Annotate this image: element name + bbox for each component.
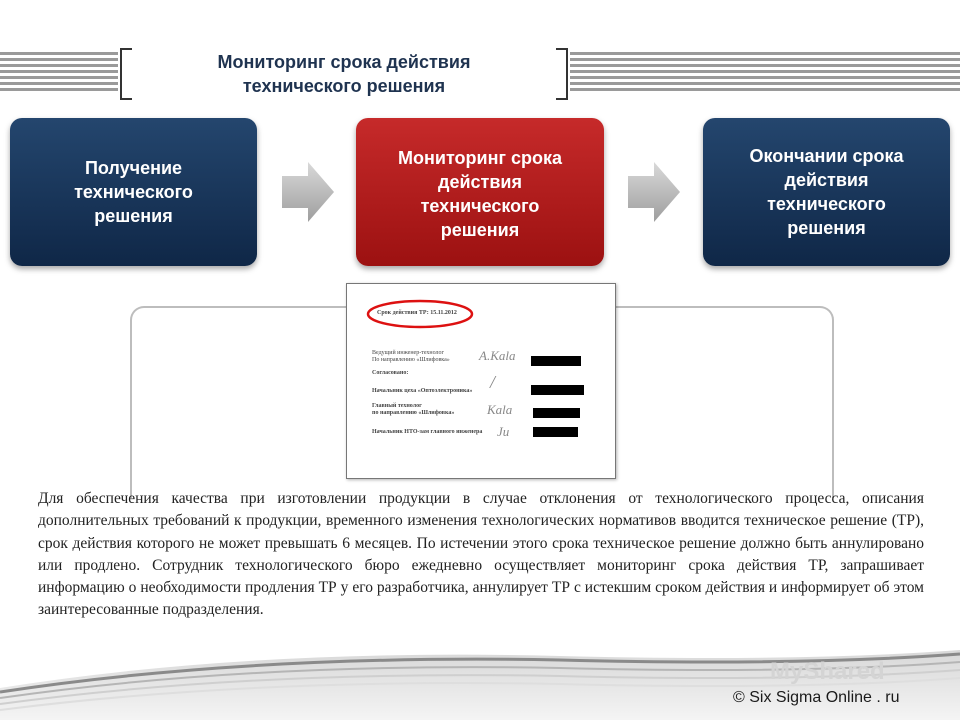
footer-swoosh (0, 650, 960, 720)
copyright-text: © Six Sigma Online . ru (733, 689, 900, 706)
document-line: по направлению «Шлифовка» (372, 410, 455, 416)
document-line: Согласовано: (372, 370, 409, 376)
red-ellipse-highlight (366, 299, 474, 329)
document-image: Срок действия ТР: 15.11.2012 Ведущий инж… (346, 283, 616, 479)
step-receive-box: Получение технического решения (10, 118, 257, 266)
step-expiry-box: Окончании срока действия технического ре… (703, 118, 950, 266)
redaction-bar (533, 427, 578, 437)
slide-title: Мониторинг срока действия технического р… (130, 48, 558, 100)
title-bracket-right (556, 48, 568, 100)
title-line-2: технического решения (242, 76, 446, 96)
step-monitor-box: Мониторинг срока действия технического р… (356, 118, 604, 266)
header-stripes-left (0, 52, 118, 92)
arrow-right-icon (282, 162, 334, 222)
step-receive-label: Получение технического решения (74, 158, 193, 226)
redaction-bar (531, 385, 584, 395)
title-line-1: Мониторинг срока действия (217, 52, 471, 72)
step-monitor-label: Мониторинг срока действия технического р… (398, 148, 562, 240)
document-line: Ведущий инженер-технолог (372, 350, 444, 356)
document-line: По направлению «Шлифовка» (372, 357, 450, 363)
document-validity: Срок действия ТР: 15.11.2012 (377, 310, 457, 316)
arrow-right-icon (628, 162, 680, 222)
document-line: Начальник НТО-зам главного инженера (372, 429, 483, 435)
header-stripes-right (570, 52, 960, 92)
redaction-bar (531, 356, 581, 366)
redaction-bar (533, 408, 580, 418)
signature: A.Kala (479, 348, 516, 363)
signature: / (490, 372, 496, 392)
document-line: Главный технолог (372, 403, 422, 409)
document-line: Начальник цеха «Оптоэлектроника» (372, 388, 473, 394)
description-text: Для обеспечения качества при изготовлени… (38, 490, 924, 619)
watermark: MyShared (770, 658, 885, 685)
signature: Ju (497, 424, 510, 439)
step-expiry-label: Окончании срока действия технического ре… (749, 146, 904, 238)
title-bracket-left (120, 48, 132, 100)
signature: Kala (487, 402, 513, 417)
